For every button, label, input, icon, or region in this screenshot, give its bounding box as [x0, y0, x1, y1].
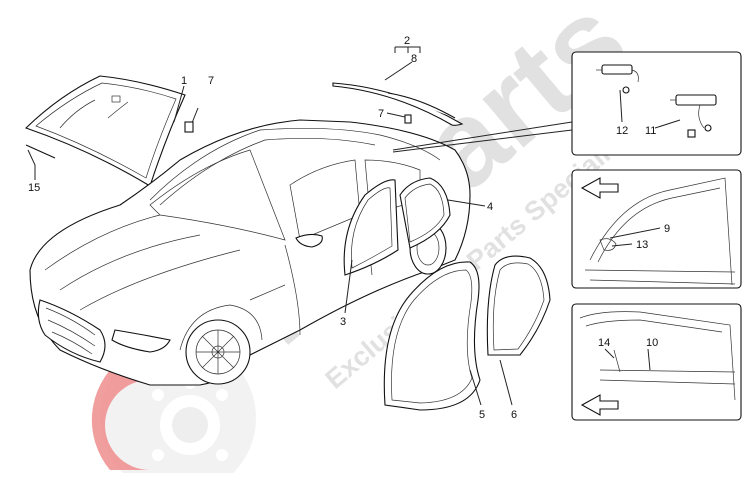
roof-moulding	[332, 82, 464, 126]
callout-13: 13	[636, 239, 648, 251]
front-door-seal-on-body	[343, 179, 399, 276]
callout-5: 5	[479, 409, 485, 421]
sunblind-motor-large	[670, 94, 717, 138]
callout-12: 12	[616, 125, 628, 137]
arrow-icon	[580, 177, 619, 199]
clip-fastener	[184, 107, 199, 133]
callout-4: 4	[487, 201, 493, 213]
leader-lines	[27, 46, 681, 406]
callout-1: 1	[181, 75, 187, 87]
callout-2: 2	[404, 35, 410, 47]
rear-door-seal	[486, 255, 551, 356]
rear-door-seal-on-body	[399, 177, 451, 249]
callout-6: 6	[511, 409, 517, 421]
callout-14: 14	[598, 337, 610, 349]
windshield	[24, 75, 186, 187]
callout-11: 11	[645, 125, 656, 137]
inset-box-rear-window	[571, 303, 742, 421]
callout-7-roof: 7	[378, 108, 384, 120]
inset-box-motors	[571, 51, 742, 156]
sunblind-motor-small	[596, 64, 639, 94]
callout-9: 9	[664, 223, 670, 235]
windshield-seal-strip	[25, 144, 56, 159]
callout-labels: 1 2 3 4 5 6 7 7 8 9 10 11 12 13 14 15	[28, 35, 670, 421]
callout-7-windshield: 7	[208, 75, 214, 87]
car-body	[29, 119, 471, 386]
callout-8: 8	[411, 53, 417, 65]
callout-15: 15	[28, 182, 40, 194]
callout-10: 10	[646, 337, 658, 349]
callout-3: 3	[340, 316, 346, 328]
arrow-icon	[580, 394, 619, 416]
roof-clip	[404, 114, 412, 124]
